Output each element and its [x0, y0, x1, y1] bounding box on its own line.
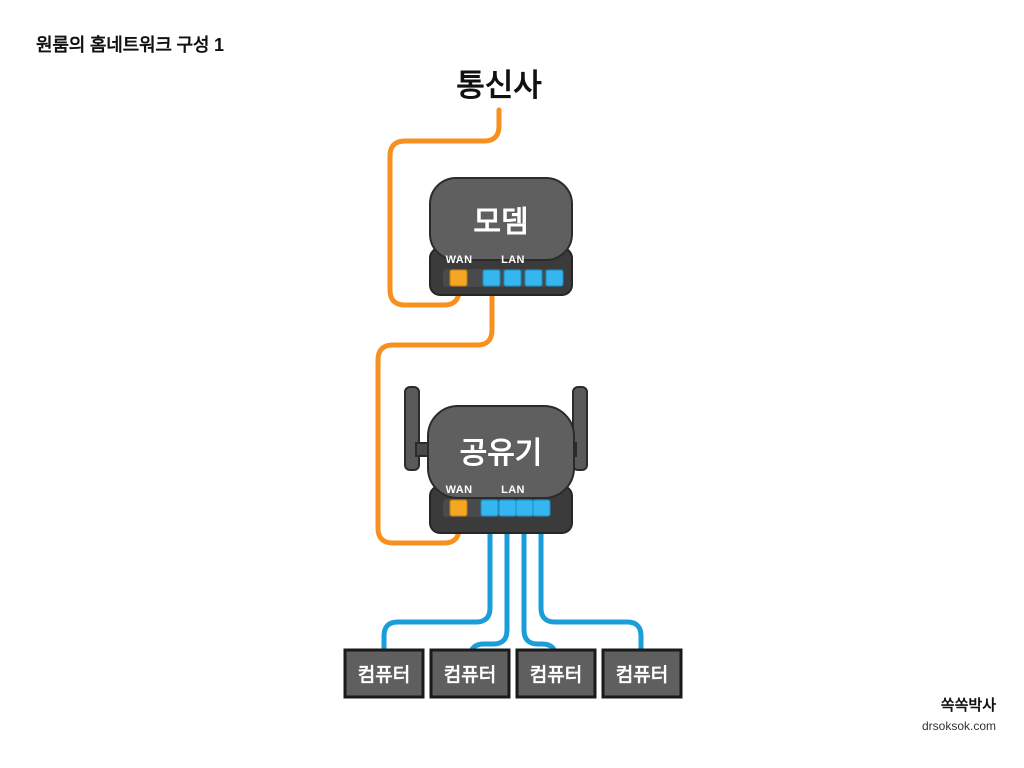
- modem-lan-port-2[interactable]: [503, 269, 522, 287]
- router-lan-label: LAN: [501, 484, 525, 496]
- computer-box-4: [601, 648, 683, 699]
- modem-wan-label: WAN: [446, 254, 473, 266]
- computer-label-4: 컴퓨터: [616, 664, 668, 686]
- computer-node-4[interactable]: 컴퓨터: [601, 648, 683, 699]
- router-wan-label: WAN: [446, 484, 473, 496]
- computer-node-1[interactable]: 컴퓨터: [343, 648, 425, 699]
- modem-device[interactable]: 모뎀 WAN LAN: [429, 177, 573, 296]
- router-lan-port-4[interactable]: [532, 499, 551, 517]
- router-antenna-right: [572, 386, 588, 471]
- watermark-url: drsoksok.com: [921, 719, 996, 733]
- computer-node-3[interactable]: 컴퓨터: [515, 648, 597, 699]
- modem-lan-port-4[interactable]: [545, 269, 564, 287]
- router-label: 공유기: [460, 437, 543, 470]
- router-device[interactable]: 공유기 WAN LAN: [404, 386, 588, 534]
- modem-wan-port[interactable]: [449, 269, 468, 287]
- router-antenna-left: [404, 386, 420, 471]
- isp-label: 통신사: [456, 68, 542, 103]
- cable-router-lan4-to-computer4: [538, 513, 644, 655]
- modem-lan-port-3[interactable]: [524, 269, 543, 287]
- computer-node-2[interactable]: 컴퓨터: [429, 648, 511, 699]
- watermark-author: 쏙쏙박사: [940, 697, 996, 714]
- computer-label-2: 컴퓨터: [444, 664, 496, 686]
- modem-lan-port-1[interactable]: [482, 269, 501, 287]
- modem-label: 모뎀: [473, 206, 528, 239]
- router-lan-port-1[interactable]: [480, 499, 499, 517]
- cable-router-lan1-to-computer1: [381, 513, 493, 655]
- modem-lan-label: LAN: [501, 254, 525, 266]
- computer-box-2: [429, 648, 511, 699]
- computer-box-1: [343, 648, 425, 699]
- computer-label-1: 컴퓨터: [358, 664, 410, 686]
- cable-modem-to-router-wan: [375, 275, 495, 546]
- cable-isp-to-modem-wan: [387, 107, 502, 308]
- router-wan-port[interactable]: [449, 499, 468, 517]
- page-title: 원룸의 홈네트워크 구성 1: [36, 35, 224, 55]
- computer-label-3: 컴퓨터: [530, 664, 582, 686]
- computer-box-3: [515, 648, 597, 699]
- router-body: [427, 405, 575, 499]
- router-lan-port-2[interactable]: [498, 499, 517, 517]
- router-lan-port-3[interactable]: [515, 499, 534, 517]
- modem-body: [429, 177, 573, 261]
